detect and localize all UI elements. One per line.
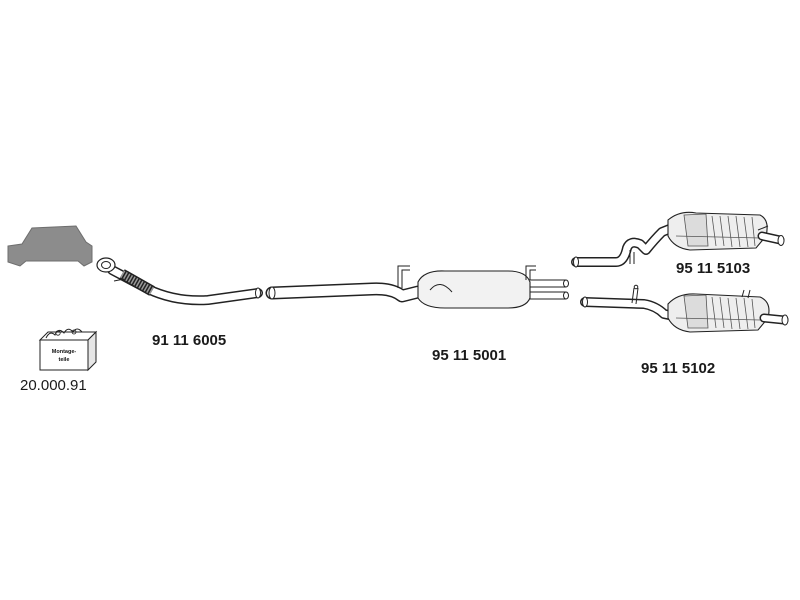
mounting-kit-number: 20.000.91 [20, 377, 87, 394]
part-number-front-pipe: 91 11 6005 [152, 332, 226, 349]
rear-silencer-lower-drawing [580, 284, 789, 333]
front-pipe-drawing [96, 257, 263, 306]
mounting-kit-box-icon: Montage- teile [38, 328, 98, 372]
mounting-kit-box-text-line1: Montage- [52, 349, 77, 355]
middle-silencer-drawing [265, 265, 569, 309]
part-number-rear-silencer-lower: 95 11 5102 [641, 360, 715, 377]
rear-silencer-upper-drawing [571, 211, 785, 268]
car-silhouette-icon [7, 225, 93, 267]
part-number-middle-silencer: 95 11 5001 [432, 347, 506, 364]
part-number-rear-silencer-upper: 95 11 5103 [676, 260, 750, 277]
mounting-kit-box-text-line2: teile [58, 357, 69, 363]
